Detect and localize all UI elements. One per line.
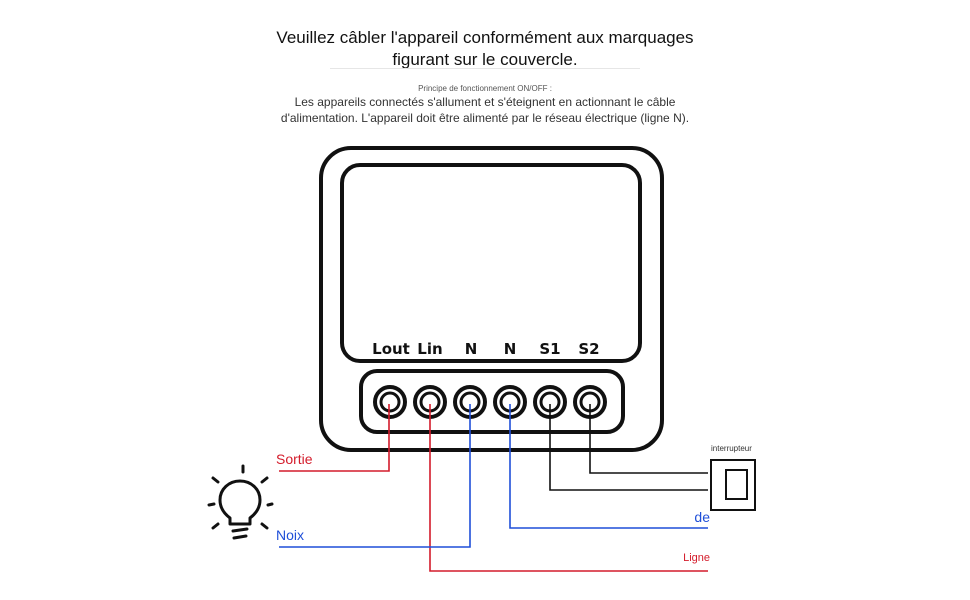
terminal-block: [359, 369, 625, 434]
device-body: [319, 146, 664, 452]
terminal-label-lout: Lout: [372, 340, 410, 358]
title-line-2: figurant sur le couvercle.: [392, 50, 578, 69]
principle-heading: Principe de fonctionnement ON/OFF :: [418, 84, 552, 93]
wire-s2: [589, 404, 708, 474]
terminal-label-lin: Lin: [417, 340, 442, 358]
label-neutral-right: de: [694, 509, 710, 525]
wire-output: [279, 404, 390, 472]
title-divider: [330, 68, 640, 69]
terminal-label-n2: N: [504, 340, 517, 358]
label-output: Sortie: [276, 451, 313, 467]
terminal-label-s2: S2: [578, 340, 599, 358]
wire-neutral-supply: [509, 404, 708, 529]
light-bulb-icon: [207, 464, 274, 540]
terminal-label-n1: N: [465, 340, 478, 358]
wire-line: [429, 404, 708, 572]
device-cover: [340, 163, 642, 363]
wall-switch-icon: [710, 459, 756, 511]
label-neutral-left: Noix: [276, 527, 304, 543]
wire-neutral-lamp: [279, 404, 471, 548]
label-switch: interrupteur: [711, 444, 752, 453]
wire-s1: [549, 404, 708, 491]
terminal-label-s1: S1: [539, 340, 560, 358]
principle-line-1: Les appareils connectés s'allument et s'…: [294, 95, 676, 109]
title-line-1: Veuillez câbler l'appareil conformément …: [276, 28, 694, 47]
principle-line-2: d'alimentation. L'appareil doit être ali…: [280, 111, 690, 125]
label-line: Ligne: [683, 552, 710, 564]
terminal-screw-lout: [373, 385, 407, 419]
